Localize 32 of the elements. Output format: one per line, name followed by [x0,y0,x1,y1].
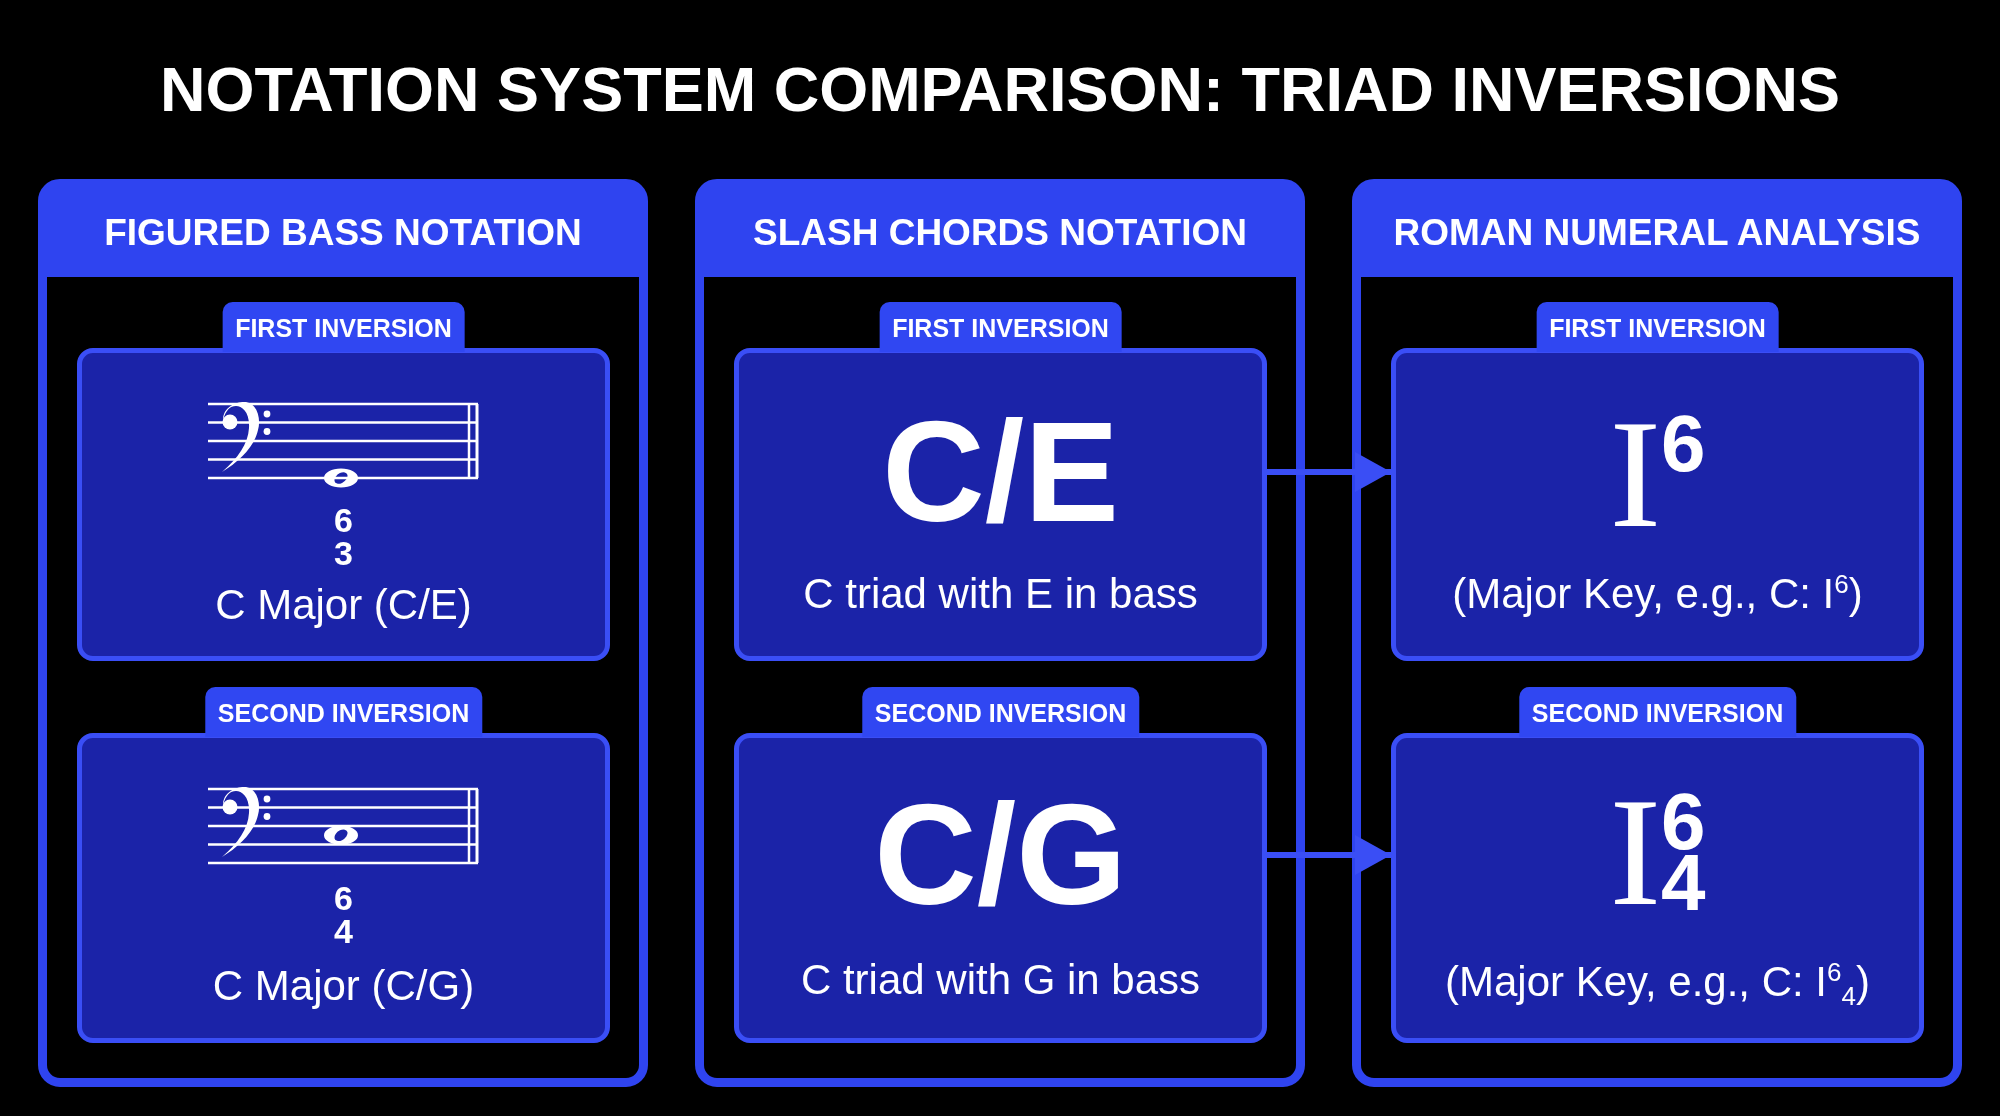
chord-caption: C triad with E in bass [803,568,1198,619]
diagram-title: NOTATION SYSTEM COMPARISON: TRIAD INVERSIONS [159,52,1841,126]
chord-caption: C triad with G in bass [800,954,1201,1005]
inversion-tab: SECOND INVERSION [1518,687,1797,737]
inversion-tab: FIRST INVERSION [222,302,465,352]
inversion-card [734,687,1267,1043]
panel-header: SLASH CHORDS NOTATION [704,188,1296,277]
inversion-tab: SECOND INVERSION [204,687,483,737]
inversion-card [77,302,610,661]
figured-bass-numbers: 6 4 [334,882,353,948]
notation-panel [1352,179,1962,1087]
notation-panel [38,179,648,1087]
inversion-card [1391,687,1924,1043]
inversion-card [77,687,610,1043]
panel-header: ROMAN NUMERAL ANALYSIS [1361,188,1953,277]
arrow [1267,452,1391,492]
chord-symbol: C/E [882,401,1119,543]
inversion-tab: SECOND INVERSION [861,687,1140,737]
chord-caption: (Major Key, e.g., C: I$^{6}$) [1452,568,1863,619]
chord-symbol: C/G [874,784,1127,926]
arrow [1267,835,1391,875]
chord-caption: C Major (C/E) [215,579,472,630]
roman-numeral: I$^{6}$ [1609,396,1706,552]
inversion-tab: FIRST INVERSION [1536,302,1779,352]
chord-caption: C Major (C/G) [212,960,475,1011]
inversion-card [734,302,1267,661]
notation-panel [695,179,1305,1087]
panel-header: FIGURED BASS NOTATION [47,188,639,277]
chord-caption: (Major Key, e.g., C: I$^{6}$$_{4}$) [1445,956,1870,1008]
figured-bass-numbers: 6 3 [334,504,353,570]
inversion-tab: FIRST INVERSION [879,302,1122,352]
inversion-card [1391,302,1924,661]
